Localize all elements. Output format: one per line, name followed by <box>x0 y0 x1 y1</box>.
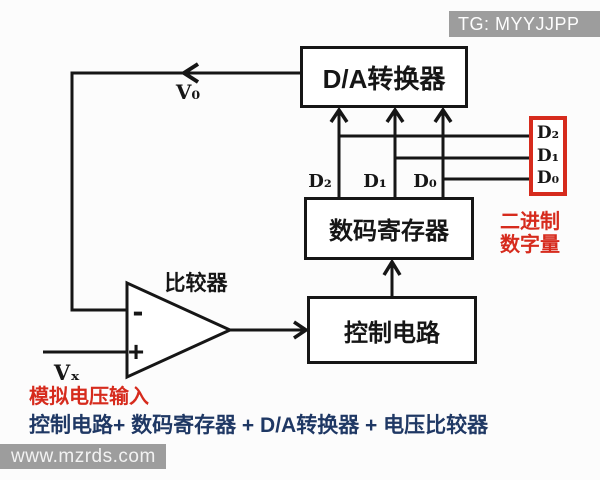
d2-arrowhead-up-icon <box>329 106 349 123</box>
comparator-label: 比较器 <box>164 272 228 295</box>
d0-wire-label: D₀ <box>413 171 437 192</box>
output-arrowhead-right-icon <box>293 320 310 340</box>
tg-badge-text: TG: MYYJJPP <box>458 13 580 34</box>
comparator-minus-sign: - <box>132 292 144 329</box>
register-arrowhead-up-icon <box>382 258 402 276</box>
watermark-bar: www.mzrds.com <box>0 444 166 469</box>
composition-summary: 控制电路+ 数码寄存器 + D/A转换器 + 电压比较器 <box>29 414 489 437</box>
watermark-text: www.mzrds.com <box>11 445 156 467</box>
vx-signal-label: Vₓ <box>53 360 81 385</box>
d0-arrowhead-up-icon <box>433 106 453 123</box>
comparator-plus-sign: + <box>127 336 145 367</box>
d1-wire-label: D₁ <box>363 171 387 192</box>
tg-badge: TG: MYYJJPP <box>449 11 600 37</box>
register-block-label: 数码寄存器 <box>329 218 449 245</box>
d1-arrowhead-up-icon <box>385 106 405 123</box>
dac-block: D/A转换器 <box>300 46 468 108</box>
register-block: 数码寄存器 <box>304 197 474 260</box>
binary-output-box: D₂ D₁ D₀ <box>529 116 567 196</box>
analog-input-note: 模拟电压输入 <box>29 386 149 408</box>
feedback-arrowhead-left-icon <box>180 62 200 84</box>
output-bit-d0: D₀ <box>536 167 560 188</box>
d2-wire-label: D₂ <box>308 171 332 192</box>
control-block: 控制电路 <box>307 296 477 364</box>
v0-signal-label: V₀ <box>175 80 201 104</box>
binary-quantity-line1: 二进制 <box>500 211 560 233</box>
dac-block-label: D/A转换器 <box>322 63 446 94</box>
output-bit-d1: D₁ <box>536 145 560 166</box>
binary-quantity-line2: 数字量 <box>500 234 560 256</box>
control-block-label: 控制电路 <box>344 319 440 347</box>
output-bit-d2: D₂ <box>536 123 560 144</box>
binary-quantity-note: 二进制 数字量 <box>495 211 565 257</box>
comparator-triangle <box>125 280 234 380</box>
